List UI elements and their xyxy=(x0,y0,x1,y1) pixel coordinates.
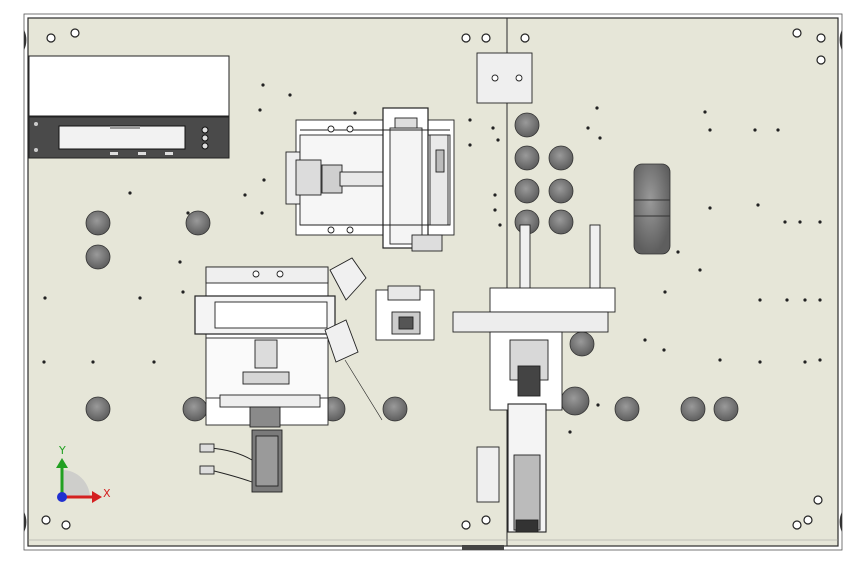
triad-y-label: Y xyxy=(58,444,66,457)
left-motor xyxy=(199,429,283,493)
center-fixture xyxy=(375,285,435,341)
control-panel xyxy=(28,55,230,159)
tapped-holes xyxy=(42,83,822,434)
access-holes xyxy=(85,112,739,422)
left-transfer-module xyxy=(194,257,383,428)
right-gantry-module xyxy=(452,52,616,533)
cable-slot xyxy=(633,163,671,255)
mounting-bolts xyxy=(41,28,826,530)
coordinate-triad: Y X xyxy=(56,444,111,503)
upper-slide-module xyxy=(285,107,455,252)
triad-x-label: X xyxy=(103,487,111,500)
